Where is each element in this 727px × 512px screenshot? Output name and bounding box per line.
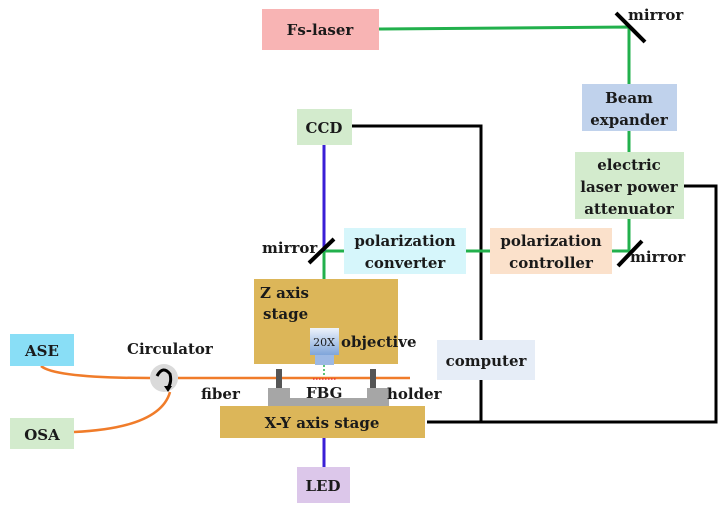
fiber-label: fiber xyxy=(201,385,241,403)
mirror-left xyxy=(307,237,336,265)
x-y-axis-stage: X-Y axis stage xyxy=(220,406,425,438)
svg-text:electric: electric xyxy=(597,156,661,174)
attenuator-computer-cable xyxy=(481,184,718,424)
svg-text:polarization: polarization xyxy=(354,232,455,250)
electric-laser-power-attenuator: electric laser power attenuator xyxy=(575,152,684,219)
polarization-controller: polarization controller xyxy=(490,228,612,274)
circulator-label: Circulator xyxy=(127,340,214,358)
osa: OSA xyxy=(10,418,74,449)
circulator xyxy=(150,364,178,392)
circulator-arrow-icon xyxy=(155,368,173,389)
mirror-left-label: mirror xyxy=(262,239,318,257)
ase-source: ASE xyxy=(10,334,74,366)
svg-text:Fs-laser: Fs-laser xyxy=(287,21,355,39)
computer: computer xyxy=(437,340,535,380)
svg-text:Beam: Beam xyxy=(605,89,653,107)
svg-text:ASE: ASE xyxy=(24,342,59,360)
svg-text:attenuator: attenuator xyxy=(584,200,675,218)
svg-text:expander: expander xyxy=(590,111,669,129)
polarization-converter: polarization converter xyxy=(344,228,466,274)
holder-label: holder xyxy=(387,385,443,403)
svg-text:X-Y axis stage: X-Y axis stage xyxy=(265,414,380,432)
svg-text:Z axis: Z axis xyxy=(260,284,309,302)
ccd-camera: CCD xyxy=(297,109,352,145)
fiber-holder xyxy=(268,369,389,406)
mirror-top-label: mirror xyxy=(628,6,684,24)
ase-fiber xyxy=(40,364,151,380)
ccd-computer-cable xyxy=(352,124,483,424)
objective-lens: 20X xyxy=(310,328,339,378)
svg-text:OSA: OSA xyxy=(24,426,60,444)
mirror-right xyxy=(616,239,644,268)
svg-text:LED: LED xyxy=(306,477,341,495)
fs-laser: Fs-laser xyxy=(262,9,379,50)
beam-expander: Beam expander xyxy=(582,84,677,131)
objective-label: objective xyxy=(341,333,416,351)
fbg-label: FBG xyxy=(306,384,342,402)
svg-text:laser power: laser power xyxy=(580,178,678,196)
laser-beam-path xyxy=(612,219,631,253)
svg-text:computer: computer xyxy=(446,352,528,370)
svg-text:polarization: polarization xyxy=(500,232,601,250)
mirror-top xyxy=(614,11,647,44)
led: LED xyxy=(297,467,350,503)
osa-fiber xyxy=(73,391,172,434)
svg-text:CCD: CCD xyxy=(306,119,343,137)
svg-text:stage: stage xyxy=(263,305,308,323)
svg-text:converter: converter xyxy=(365,254,447,272)
svg-text:20X: 20X xyxy=(313,336,335,349)
laser-beam-path xyxy=(378,25,631,84)
svg-text:controller: controller xyxy=(509,254,594,272)
mirror-right-label: mirror xyxy=(630,248,686,266)
